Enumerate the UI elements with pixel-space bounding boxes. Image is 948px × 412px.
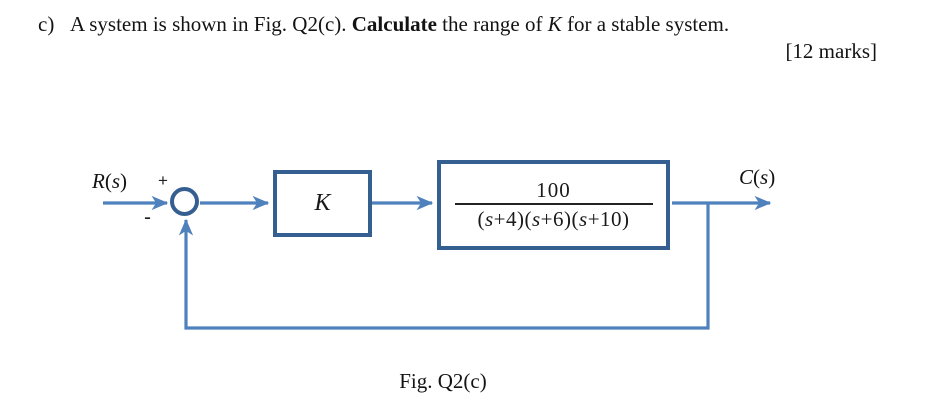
sum-minus-sign: - bbox=[144, 206, 151, 229]
transfer-function: 100 (s+4)(s+6)(s+10) bbox=[454, 178, 653, 232]
question-text-after: for a stable system. bbox=[561, 12, 730, 36]
question-item-label: c) bbox=[38, 12, 55, 36]
question-text-before: A system is shown in Fig. Q2(c). bbox=[70, 12, 352, 36]
plant-denominator: (s+4)(s+6)(s+10) bbox=[477, 207, 630, 231]
marks-label: [12 marks] bbox=[785, 39, 877, 63]
figure-caption: Fig. Q2(c) bbox=[399, 369, 487, 393]
plant-numerator: 100 bbox=[536, 178, 571, 202]
plant-block: 100 (s+4)(s+6)(s+10) bbox=[437, 160, 670, 250]
gain-block-label: K bbox=[314, 190, 331, 216]
gain-block: K bbox=[273, 170, 372, 237]
sum-plus-sign: + bbox=[158, 171, 168, 190]
question-text: c) A system is shown in Fig. Q2(c). Calcu… bbox=[38, 12, 729, 37]
input-signal-label: R(s) bbox=[92, 169, 128, 193]
feedback-path-line bbox=[178, 203, 710, 330]
question-text-middle: the range of bbox=[436, 12, 548, 36]
question-variable: K bbox=[547, 12, 562, 36]
summing-junction bbox=[170, 187, 199, 216]
question-bold-verb: Calculate bbox=[351, 12, 437, 36]
fraction-bar bbox=[454, 203, 653, 205]
output-signal-label: C(s) bbox=[739, 165, 776, 189]
